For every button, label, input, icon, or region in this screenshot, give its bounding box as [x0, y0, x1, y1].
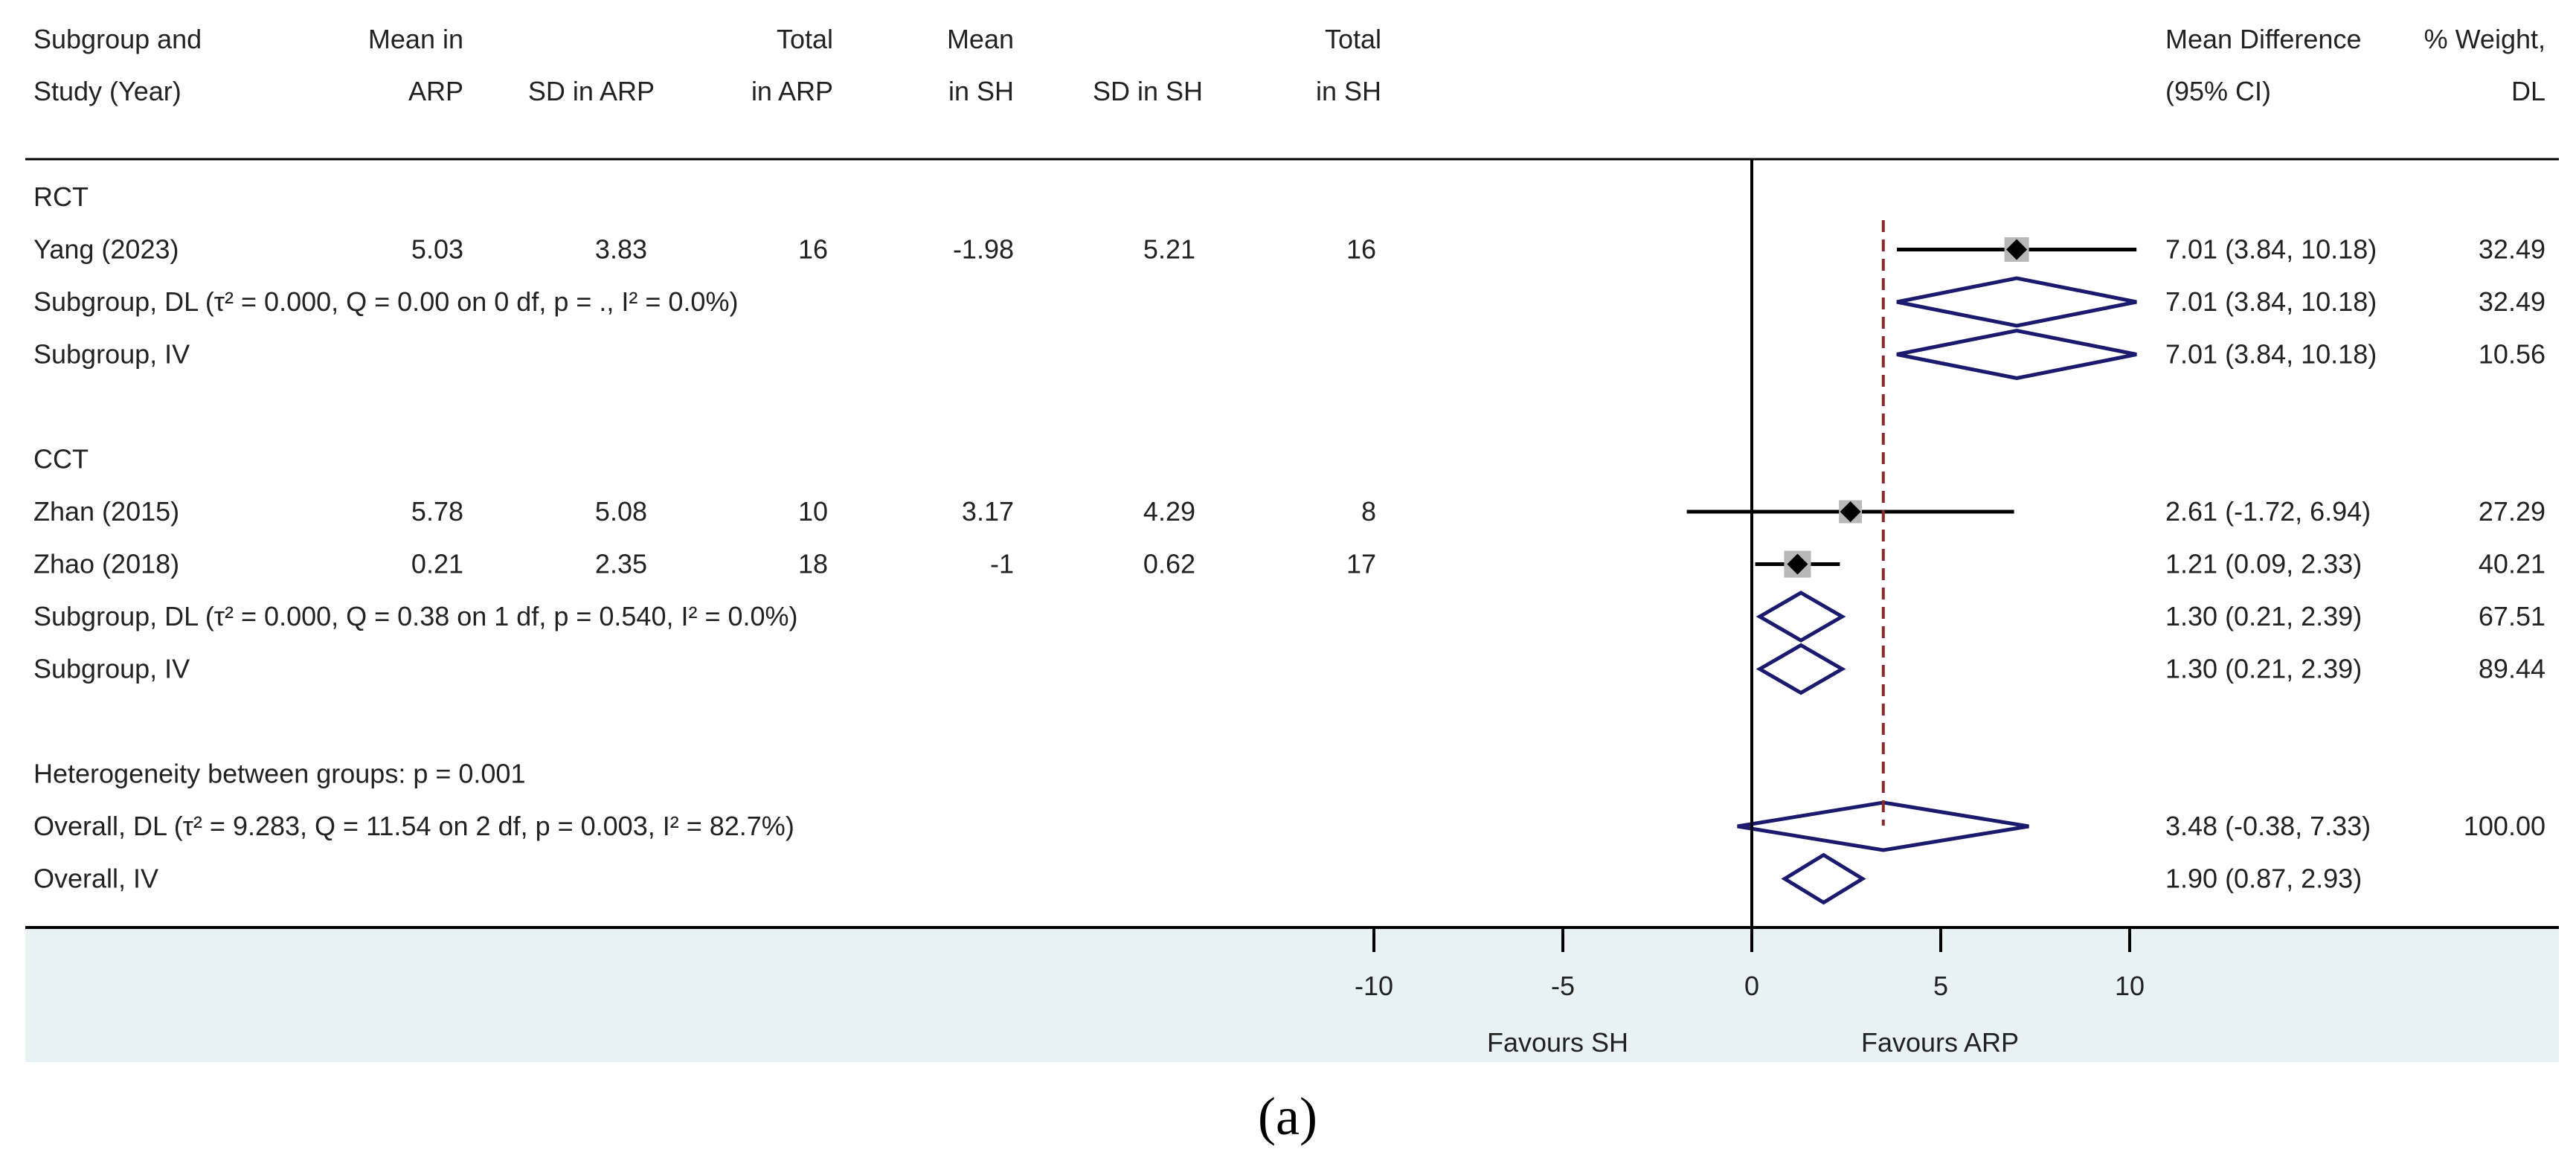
x-tick-label: -5: [1551, 971, 1575, 1001]
ci-text-cell: 2.61 (-1.72, 6.94): [2165, 496, 2371, 527]
group-heading: CCT: [33, 444, 89, 475]
favours-right-label: Favours ARP: [1861, 1027, 2019, 1058]
summary-diamond: [1756, 643, 1846, 695]
total-sh-cell: 17: [1346, 549, 1376, 579]
header-total-arp-1: Total: [777, 24, 833, 54]
mean-arp-cell: 5.78: [411, 496, 463, 527]
x-tick-label: 10: [2115, 971, 2145, 1001]
summary-label: Subgroup, IV: [33, 654, 190, 684]
weight-cell: 32.49: [2479, 234, 2546, 265]
table-header: Subgroup and Study (Year) Mean in ARP SD…: [33, 24, 2546, 106]
plot-marks: [1686, 159, 2137, 927]
mean-sh-cell: 3.17: [962, 496, 1014, 527]
summary-diamond: [1737, 800, 2029, 852]
point-estimate-marker: [1840, 501, 1861, 522]
mean-sh-cell: -1.98: [953, 234, 1014, 265]
figure-caption: (a): [1258, 1087, 1317, 1146]
ci-text-cell: 1.21 (0.09, 2.33): [2165, 549, 2362, 579]
header-mean-sh-1: Mean: [947, 24, 1014, 54]
mean-sh-cell: -1: [990, 549, 1014, 579]
header-total-arp-2: in ARP: [751, 76, 833, 106]
weight-cell: 40.21: [2479, 549, 2546, 579]
point-estimate-marker: [1787, 553, 1808, 575]
header-md-2: (95% CI): [2165, 76, 2271, 106]
summary-label: Overall, DL (τ² = 9.283, Q = 11.54 on 2 …: [33, 811, 794, 841]
weight-cell: 27.29: [2479, 496, 2546, 527]
sd-sh-cell: 4.29: [1143, 496, 1195, 527]
point-estimate-marker: [2006, 239, 2028, 260]
x-tick-label: -10: [1355, 971, 1393, 1001]
summary-label: Subgroup, DL (τ² = 0.000, Q = 0.38 on 1 …: [33, 601, 798, 631]
summary-diamond: [1896, 276, 2137, 328]
total-arp-cell: 10: [798, 496, 828, 527]
x-tick-label: 5: [1933, 971, 1948, 1001]
x-tick-label: 0: [1744, 971, 1759, 1001]
favours-left-label: Favours SH: [1487, 1027, 1628, 1058]
summary-diamond: [1756, 591, 1846, 643]
ci-text-cell: 1.30 (0.21, 2.39): [2165, 601, 2362, 631]
header-weight-2: DL: [2511, 76, 2546, 106]
sd-arp-cell: 5.08: [595, 496, 647, 527]
ci-text-cell: 7.01 (3.84, 10.18): [2165, 339, 2377, 370]
header-sd-sh-2: SD in SH: [1093, 76, 1203, 106]
sd-arp-cell: 3.83: [595, 234, 647, 265]
header-study-2: Study (Year): [33, 76, 182, 106]
summary-label: Subgroup, IV: [33, 339, 190, 370]
sd-sh-cell: 0.62: [1143, 549, 1195, 579]
x-axis: -10 -5 0 5 10: [1355, 927, 2145, 1001]
summary-diamond: [1781, 852, 1866, 905]
header-total-sh-1: Total: [1325, 24, 1381, 54]
total-arp-cell: 16: [798, 234, 828, 265]
header-sd-arp-2: SD in ARP: [528, 76, 655, 106]
ci-text-cell: 1.30 (0.21, 2.39): [2165, 654, 2362, 684]
weight-cell: 67.51: [2479, 601, 2546, 631]
sd-sh-cell: 5.21: [1143, 234, 1195, 265]
weight-cell: 100.00: [2464, 811, 2546, 841]
study-label: Zhan (2015): [33, 496, 179, 527]
group-heading: Heterogeneity between groups: p = 0.001: [33, 759, 525, 789]
ci-text-cell: 1.90 (0.87, 2.93): [2165, 864, 2362, 894]
header-mean-arp-2: ARP: [408, 76, 463, 106]
axis-band: [25, 928, 2559, 1062]
header-study-1: Subgroup and: [33, 24, 202, 54]
header-mean-sh-2: in SH: [948, 76, 1014, 106]
study-label: Zhao (2018): [33, 549, 179, 579]
ci-text-cell: 7.01 (3.84, 10.18): [2165, 286, 2377, 317]
summary-label: Overall, IV: [33, 864, 158, 894]
weight-cell: 89.44: [2479, 654, 2546, 684]
ci-text-cell: 3.48 (-0.38, 7.33): [2165, 811, 2371, 841]
summary-label: Subgroup, DL (τ² = 0.000, Q = 0.00 on 0 …: [33, 286, 738, 317]
mean-arp-cell: 5.03: [411, 234, 463, 265]
study-label: Yang (2023): [33, 234, 179, 265]
ci-text-cell: 7.01 (3.84, 10.18): [2165, 234, 2377, 265]
total-sh-cell: 16: [1346, 234, 1376, 265]
header-weight-1: % Weight,: [2424, 24, 2546, 54]
header-mean-arp-1: Mean in: [368, 24, 463, 54]
header-total-sh-2: in SH: [1316, 76, 1381, 106]
table-rows: RCT Yang (2023) 5.03 3.83 16 -1.98 5.21 16 7.01 …: [33, 181, 2546, 894]
total-sh-cell: 8: [1361, 496, 1376, 527]
group-heading: RCT: [33, 181, 89, 212]
total-arp-cell: 18: [798, 549, 828, 579]
sd-arp-cell: 2.35: [595, 549, 647, 579]
summary-diamond: [1896, 328, 2137, 381]
mean-arp-cell: 0.21: [411, 549, 463, 579]
header-md-1: Mean Difference: [2165, 24, 2361, 54]
weight-cell: 10.56: [2479, 339, 2546, 370]
weight-cell: 32.49: [2479, 286, 2546, 317]
